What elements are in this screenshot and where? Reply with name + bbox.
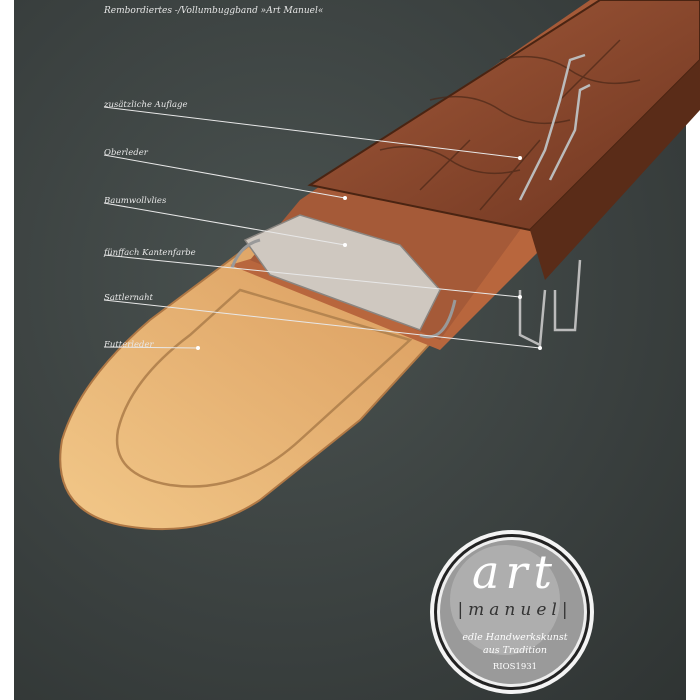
logo-manuel: |manuel| <box>457 600 573 620</box>
label-cotton-fleece: Baumwollvlies <box>104 196 167 206</box>
logo-art: art <box>472 545 558 599</box>
diagram-title: Rembordiertes -/Vollumbuggband »Art Manu… <box>104 6 324 16</box>
label-edge-paint: fünffach Kantenfarbe <box>104 248 196 258</box>
additional-overlay <box>307 0 700 232</box>
label-saddle-stitch: Sattlernaht <box>104 293 153 303</box>
saddle-stitch <box>518 53 591 347</box>
label-upper-leather: Oberleder <box>104 148 148 158</box>
overlay-side <box>530 60 700 280</box>
label-additional-overlay: zusätzliche Auflage <box>104 100 188 110</box>
logo-rios: RIOS1931 <box>492 662 538 672</box>
leader-lines <box>103 106 541 349</box>
cotton-fleece <box>243 214 441 331</box>
logo-tagline-1: edle Handwerkskunst <box>462 632 568 643</box>
label-lining-leather: Futterleder <box>104 340 154 350</box>
logo-tagline-2: aus Tradition <box>482 645 548 656</box>
seam-fold <box>230 238 457 339</box>
lining-stitch-outline <box>115 288 413 488</box>
leather-pattern <box>379 39 641 211</box>
art-manuel-logo <box>430 530 594 694</box>
